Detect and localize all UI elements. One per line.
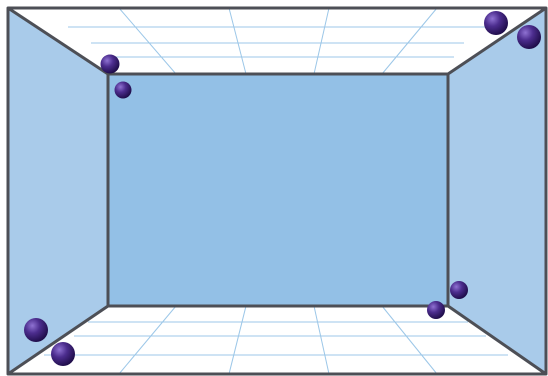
- ball-bottom-left-1[interactable]: [24, 318, 48, 342]
- ball-bottom-right-1[interactable]: [450, 281, 468, 299]
- ball-top-right-2[interactable]: [517, 25, 541, 49]
- ball-bottom-left-2[interactable]: [51, 342, 75, 366]
- back-wall: [108, 74, 448, 306]
- ball-top-left-1[interactable]: [101, 55, 120, 74]
- ball-top-right-1[interactable]: [484, 11, 508, 35]
- ball-bottom-right-2[interactable]: [427, 301, 445, 319]
- ball-top-left-2[interactable]: [115, 82, 132, 99]
